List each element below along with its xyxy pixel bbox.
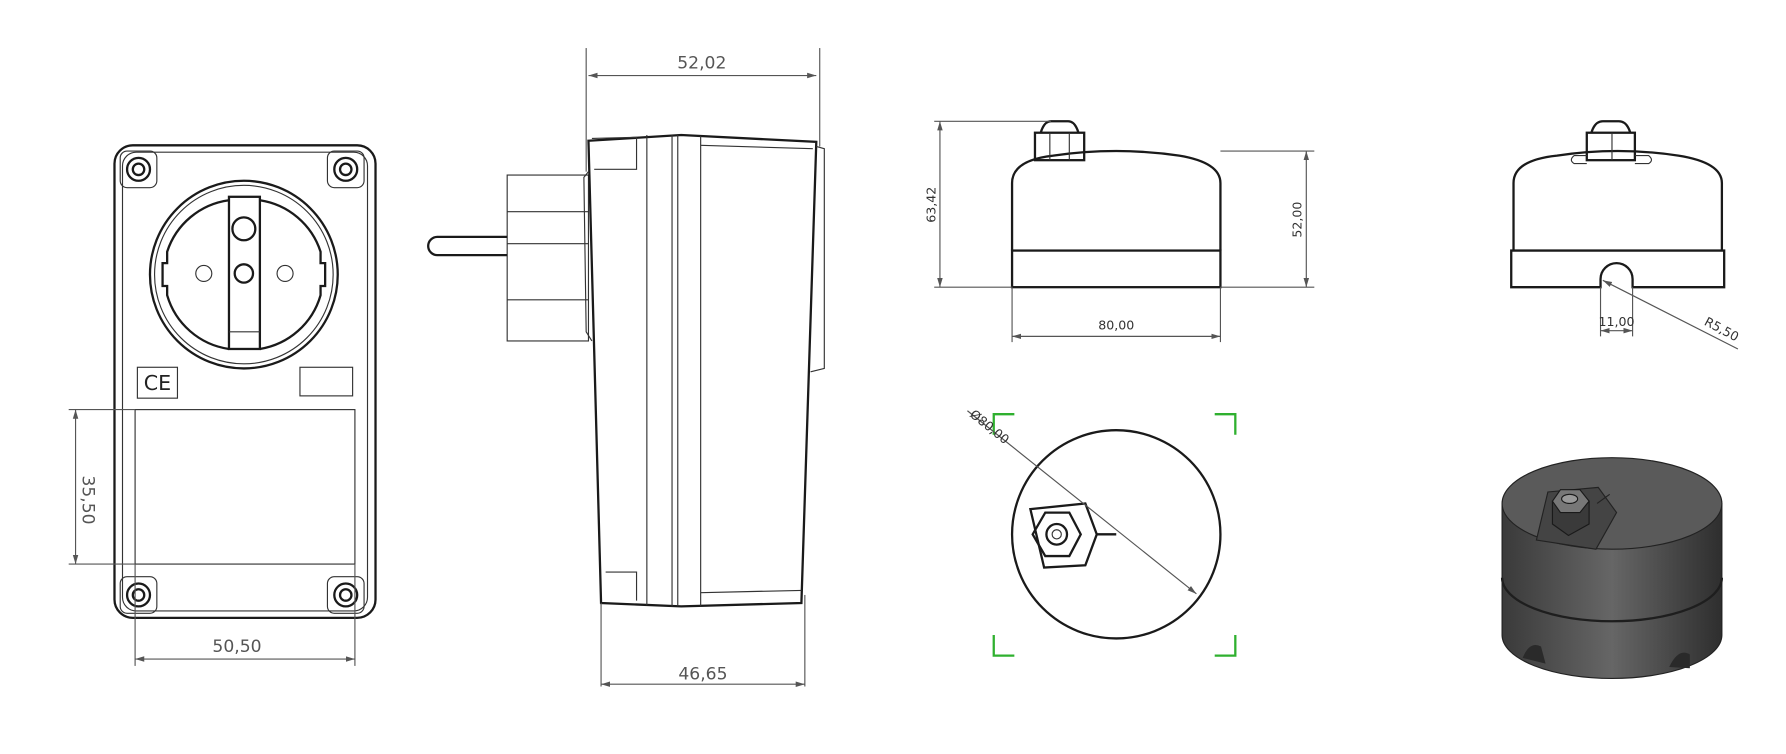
dimension-text: 46,65 bbox=[678, 665, 727, 685]
dimension-text: 11,00 bbox=[1599, 314, 1635, 329]
dimension-text: Ø80,00 bbox=[967, 406, 1012, 447]
dimension-text: 63,42 bbox=[923, 187, 938, 223]
housing-outline bbox=[587, 133, 818, 608]
dimension-slot-width: 11,00 bbox=[1599, 287, 1635, 337]
dimension-text: 52,02 bbox=[677, 54, 726, 74]
view-brackets bbox=[992, 413, 1237, 657]
plug-pin bbox=[427, 174, 590, 342]
rating-plate bbox=[299, 366, 354, 397]
dimension-text: R5,50 bbox=[1702, 314, 1742, 344]
dimension-text: 80,00 bbox=[1098, 318, 1134, 333]
dimension-text: 50,50 bbox=[212, 637, 261, 657]
nut-recess bbox=[1028, 502, 1099, 569]
dimension-overall-height: 63,42 bbox=[923, 120, 1051, 288]
round-box-top-view: Ø80,00 bbox=[967, 406, 1237, 657]
round-box-front-view: 63,42 52,00 80,00 bbox=[923, 120, 1315, 343]
label-area bbox=[134, 409, 356, 565]
round-box-isometric-view bbox=[1500, 457, 1724, 680]
dimension-body-depth: 46,65 bbox=[600, 594, 806, 687]
socket-front-view: CE 35,50 50,50 bbox=[68, 144, 377, 666]
dimension-text: 52,00 bbox=[1290, 202, 1305, 238]
hex-nut bbox=[1570, 120, 1653, 165]
svg-text:CE: CE bbox=[144, 371, 171, 395]
dimension-width: 80,00 bbox=[1011, 287, 1222, 343]
hex-nut bbox=[1031, 511, 1083, 558]
front-cover-edge bbox=[810, 145, 825, 373]
hex-nut bbox=[1033, 120, 1086, 162]
dimension-overall-depth: 52,02 bbox=[585, 48, 821, 172]
socket-outlet bbox=[148, 179, 339, 370]
screw-icons bbox=[119, 150, 365, 614]
round-box-side-view: 11,00 R5,50 bbox=[1510, 120, 1742, 350]
socket-side-view: 52,02 46,65 bbox=[427, 48, 825, 687]
dimension-text: 35,50 bbox=[77, 475, 97, 524]
dimension-label-height: 35,50 bbox=[68, 409, 136, 565]
housing-outline bbox=[113, 144, 377, 619]
dimension-body-height: 52,00 bbox=[1220, 150, 1315, 288]
ce-mark-logo: CE bbox=[136, 366, 179, 399]
hex-nut bbox=[1551, 489, 1590, 537]
dimension-label-width: 50,50 bbox=[134, 564, 356, 666]
